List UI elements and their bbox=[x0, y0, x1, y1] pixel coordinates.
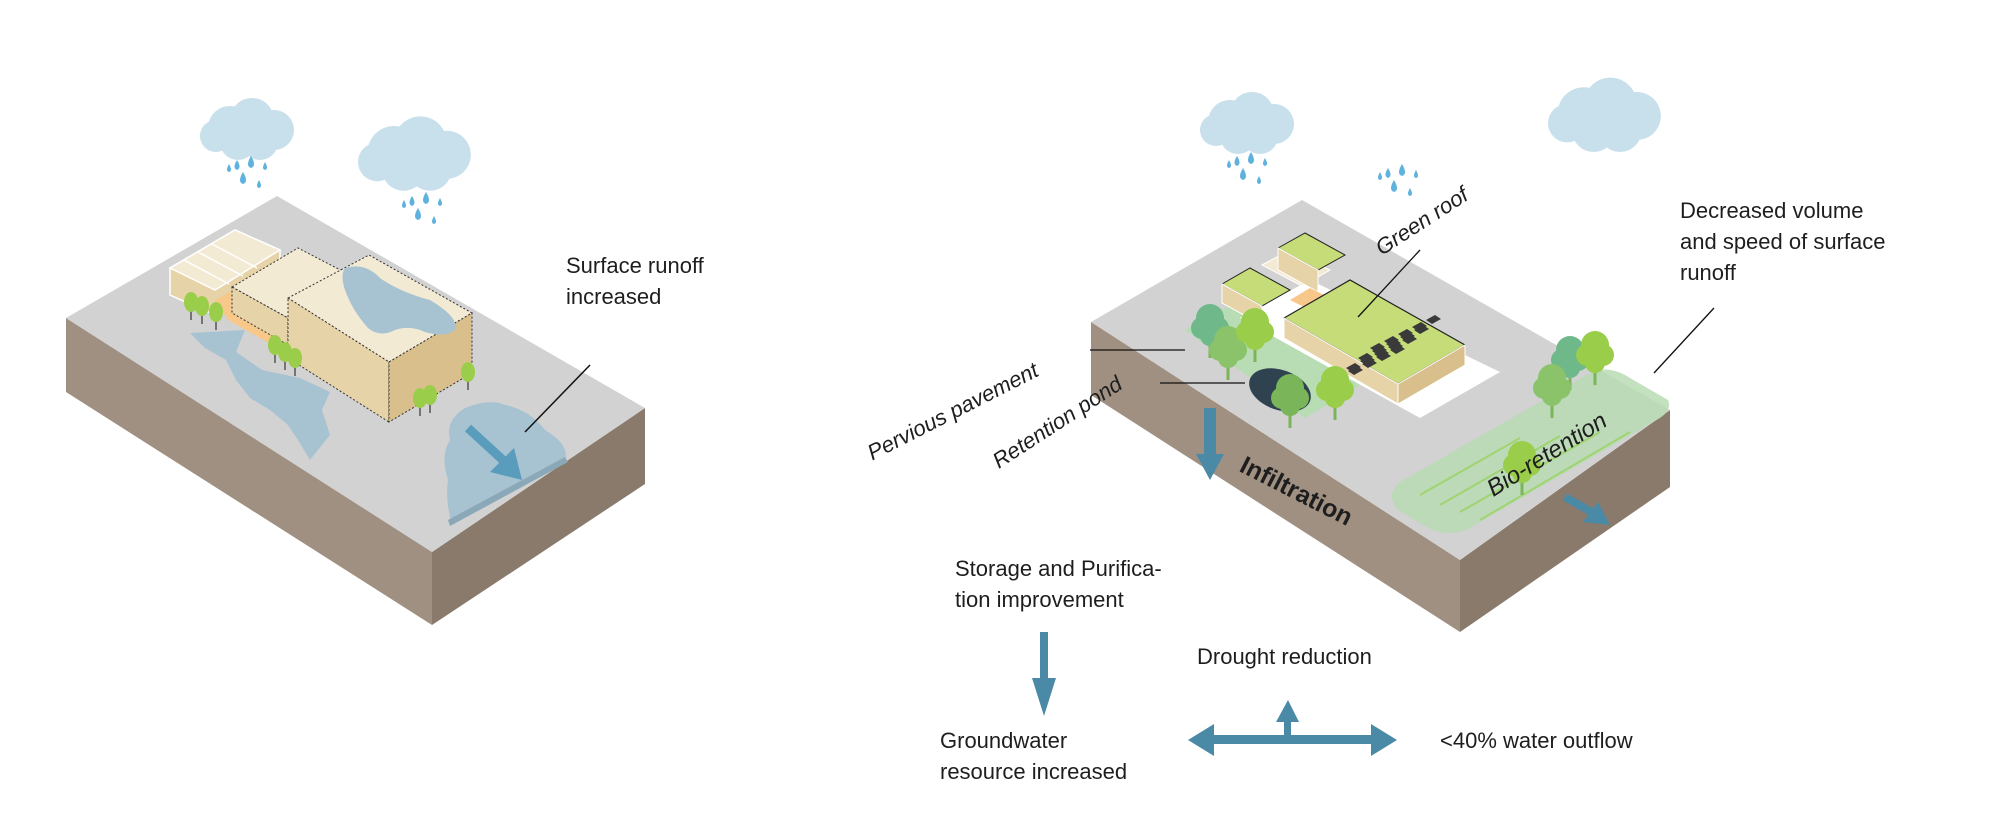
storage-label-line1: Storage and Purifica- bbox=[955, 556, 1162, 581]
solar-panel-icon bbox=[1358, 353, 1373, 362]
solar-panel-icon bbox=[1376, 352, 1391, 361]
cloud-icon bbox=[358, 116, 471, 191]
solar-panel-icon bbox=[1348, 366, 1363, 375]
surface-runoff-label: Surface runoff increased bbox=[566, 250, 704, 312]
solar-panel-icon bbox=[1400, 332, 1415, 341]
left-cloud-small bbox=[200, 98, 294, 188]
left-building-main bbox=[287, 254, 474, 423]
solar-panel-icon bbox=[1388, 342, 1403, 351]
right-block-soil-front bbox=[1091, 322, 1460, 632]
rain-icon bbox=[1378, 164, 1418, 196]
groundwater-label-line2: resource increased bbox=[940, 759, 1128, 784]
outflow-arrow bbox=[1563, 493, 1610, 525]
groundwater-label-line1: Groundwater bbox=[940, 728, 1068, 753]
storage-label: Storage and Purifica- tion improvement bbox=[955, 553, 1162, 615]
surface-runoff-label-line1: Surface runoff bbox=[566, 253, 704, 278]
right-cloud-small bbox=[1200, 92, 1294, 184]
solar-panel-icon bbox=[1390, 345, 1405, 354]
rain-icon bbox=[227, 156, 267, 188]
left-block-soil-side bbox=[432, 408, 645, 625]
left-puddle bbox=[190, 330, 330, 460]
right-cloud-large bbox=[1378, 77, 1661, 196]
solar-panel-icon bbox=[1386, 339, 1401, 348]
storage-to-groundwater-arrow bbox=[1032, 632, 1056, 716]
water-outflow-label: <40% water outflow bbox=[1440, 728, 1633, 753]
groundwater-label: Groundwater resource increased bbox=[940, 725, 1127, 787]
left-block-soil-front bbox=[66, 318, 432, 625]
infiltration-arrow bbox=[1196, 408, 1224, 480]
rain-icon bbox=[1227, 152, 1267, 184]
storage-label-line2: tion improvement bbox=[955, 587, 1124, 612]
solar-panel-icon bbox=[1346, 363, 1361, 372]
green-roof-leader-line bbox=[1357, 249, 1421, 318]
drought-reduction-label: Drought reduction bbox=[1197, 644, 1372, 669]
rain-icon bbox=[402, 192, 442, 224]
solar-panel-icon bbox=[1384, 336, 1399, 345]
surface-runoff-label-line2: increased bbox=[566, 284, 662, 309]
solar-panel-icon bbox=[1360, 356, 1375, 365]
solar-panel-icon bbox=[1372, 346, 1387, 355]
right-block-soil-side bbox=[1460, 410, 1670, 632]
solar-panel-icon bbox=[1398, 329, 1413, 338]
solar-panel-icon bbox=[1362, 359, 1377, 368]
decreased-runoff-label: Decreased volume and speed of surface ru… bbox=[1680, 195, 1885, 288]
cloud-icon bbox=[1548, 77, 1661, 152]
solar-panel-icon bbox=[1414, 325, 1429, 334]
solar-panel-icon bbox=[1412, 322, 1427, 331]
runoff-edge bbox=[448, 457, 568, 526]
left-cloud-large bbox=[358, 116, 471, 224]
drought-double-arrow bbox=[1188, 700, 1397, 756]
green-roof-building bbox=[1282, 279, 1467, 405]
cloud-icon bbox=[1200, 92, 1294, 154]
solar-panel-icon bbox=[1370, 343, 1385, 352]
solar-panel-icon bbox=[1426, 315, 1441, 324]
decreased-runoff-label-line2: and speed of surface bbox=[1680, 229, 1886, 254]
rooftop-water bbox=[342, 266, 456, 335]
left-block bbox=[66, 98, 645, 625]
runoff-arrow bbox=[464, 424, 522, 480]
decreased-runoff-label-line3: runoff bbox=[1680, 260, 1736, 285]
runoff-leader-line bbox=[524, 364, 591, 433]
left-building-low bbox=[230, 247, 351, 346]
solar-panel-icon bbox=[1402, 335, 1417, 344]
right-block bbox=[1090, 77, 1715, 632]
decreased-runoff-leader-line bbox=[1653, 307, 1715, 374]
cloud-icon bbox=[200, 98, 294, 160]
decreased-runoff-label-line1: Decreased volume bbox=[1680, 198, 1864, 223]
solar-panel-icon bbox=[1374, 349, 1389, 358]
